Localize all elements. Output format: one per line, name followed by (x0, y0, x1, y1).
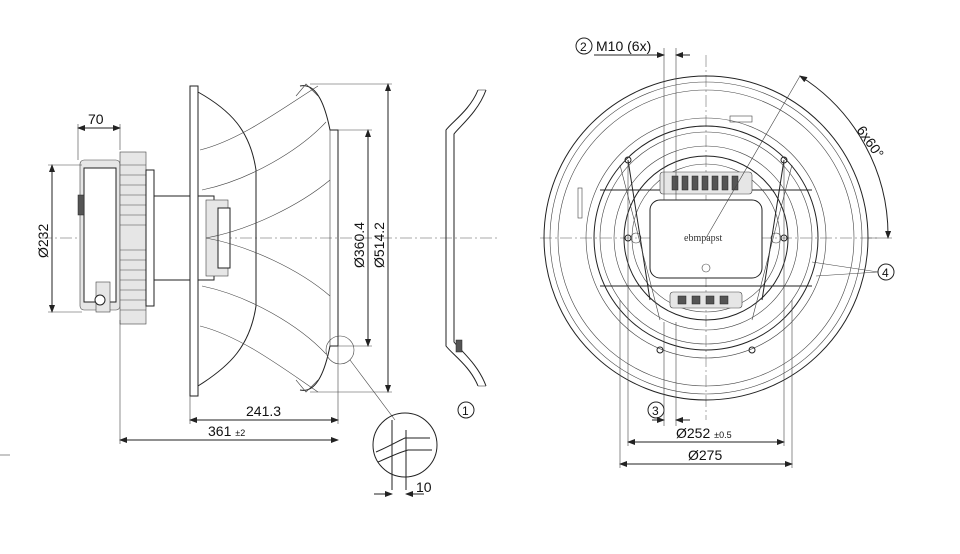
terminal-block-top (659, 171, 753, 195)
callout-4: 4 (811, 261, 895, 281)
dim-5142-label: Ø514.2 (371, 222, 387, 268)
impeller (189, 83, 339, 397)
svg-text:2: 2 (580, 40, 587, 54)
svg-text:1: 1 (462, 404, 469, 418)
dim-70-label: 70 (88, 111, 104, 127)
dim-275-label: Ø275 (688, 447, 722, 463)
angle-label: 6x60° (854, 123, 888, 162)
m10-label: M10 (6x) (596, 38, 651, 54)
dim-10-label: 10 (416, 479, 432, 495)
motor-body (77, 151, 231, 325)
dim-2413: 241.3 (189, 346, 339, 424)
motor-fins (119, 151, 155, 325)
dim-252-label: Ø252 ±0.5 (676, 425, 732, 441)
inlet-ring (445, 89, 487, 387)
front-view: ebmpapst 2 M10 (6x) (540, 37, 895, 468)
dim-10: 10 (374, 479, 432, 497)
side-view: 70 Ø232 Ø360.4 Ø514.2 241.3 (35, 83, 500, 497)
detail-view (372, 412, 438, 490)
dim-2413-label: 241.3 (246, 403, 281, 419)
dim-361: 361 ±2 (119, 320, 339, 444)
dim-232: Ø232 (35, 164, 82, 313)
callout-3: 3 (647, 322, 690, 426)
detail-marker (325, 335, 355, 365)
logo-ebmpapst: ebmpapst (684, 233, 723, 244)
svg-text:4: 4 (882, 266, 889, 280)
dim-3604: Ø360.4 (338, 129, 372, 347)
dim-5142: Ø514.2 (310, 83, 392, 393)
terminal-block-bottom (669, 291, 743, 309)
dim-361-label: 361 ±2 (208, 423, 245, 439)
callout-2: 2 M10 (6x) (575, 37, 690, 200)
dim-3604-label: Ø360.4 (351, 222, 367, 268)
svg-text:3: 3 (652, 404, 659, 418)
dim-232-label: Ø232 (35, 224, 51, 258)
dim-70: 70 (77, 111, 121, 160)
dim-275: Ø275 (619, 300, 793, 468)
dim-252: Ø252 ±0.5 (627, 160, 785, 446)
callout-1: 1 (457, 401, 475, 419)
motor-label: ebmpapst (649, 199, 763, 279)
